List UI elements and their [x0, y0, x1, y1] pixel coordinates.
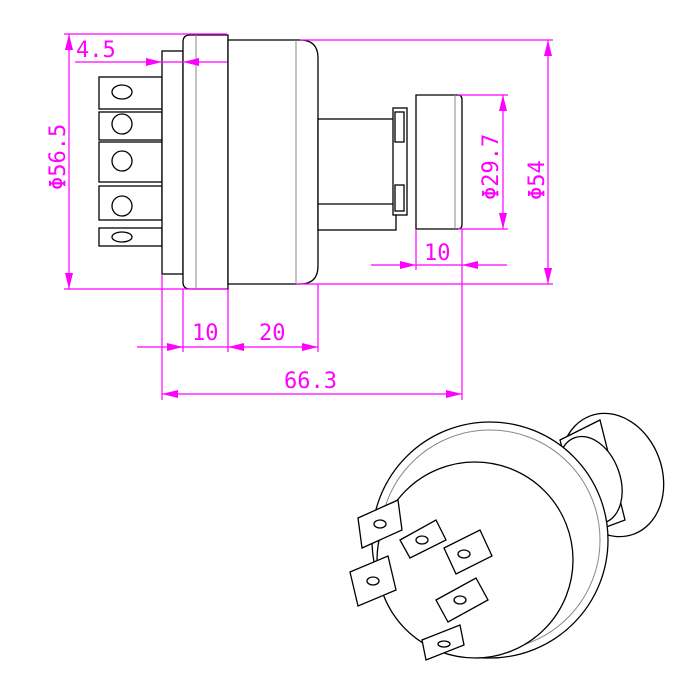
dimension-lines: [64, 33, 553, 400]
dim-body-length: 20: [259, 321, 286, 346]
shaft: [317, 118, 397, 231]
dim-flange-thickness: 4.5: [76, 38, 116, 63]
terminal-block: [98, 76, 163, 247]
dim-flange-length: 10: [192, 321, 219, 346]
back-plate: [161, 50, 184, 275]
body: [227, 39, 319, 285]
dim-knob-diameter: Φ29.7: [479, 134, 504, 200]
dim-overall-length: 66.3: [284, 369, 337, 394]
isometric-view: [349, 412, 665, 661]
dim-flange-diameter: Φ56.5: [46, 124, 71, 190]
flange: [182, 34, 229, 290]
terminals: [349, 499, 493, 661]
dim-body-diameter: Φ54: [525, 160, 550, 200]
dim-knob-length: 10: [424, 241, 451, 266]
